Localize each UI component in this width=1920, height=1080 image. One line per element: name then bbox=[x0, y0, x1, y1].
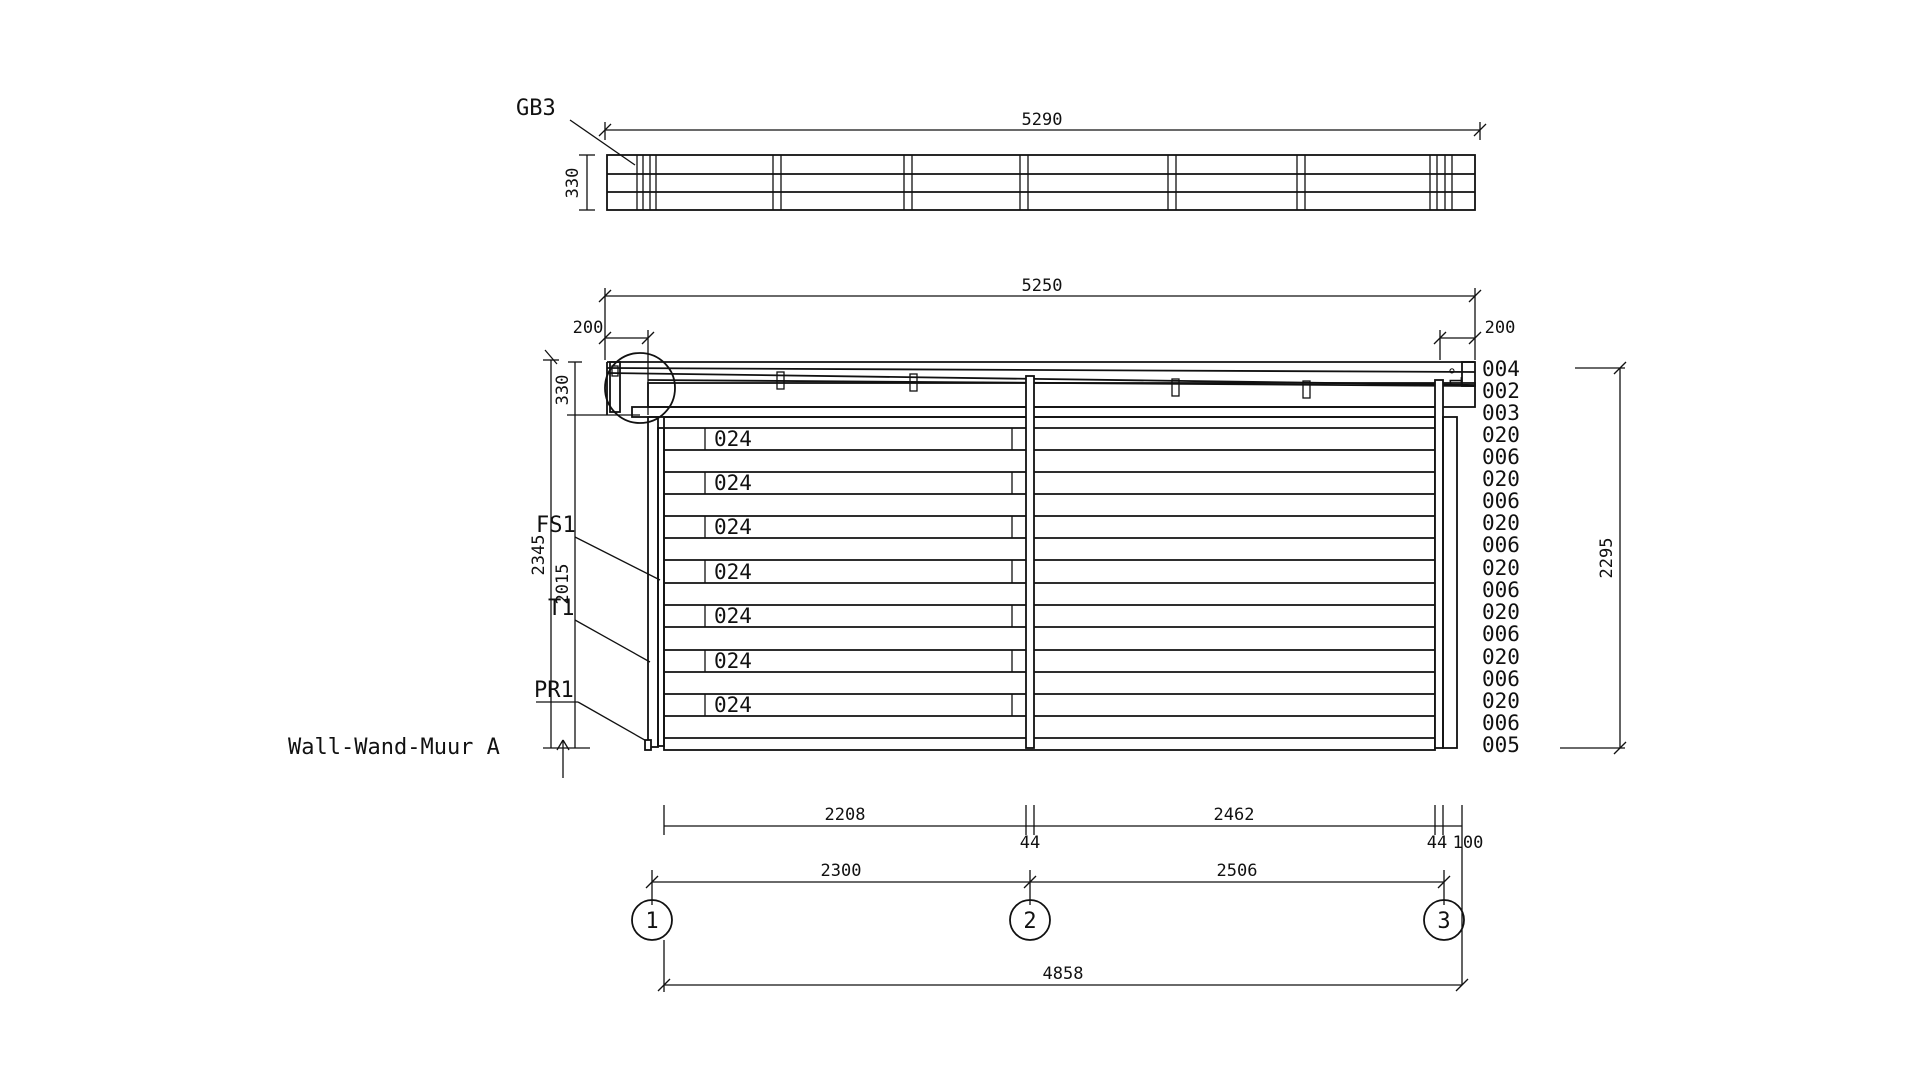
dim-2300: 2300 bbox=[821, 861, 862, 881]
svg-text:006: 006 bbox=[1482, 667, 1520, 691]
svg-text:003: 003 bbox=[1482, 401, 1520, 425]
wall-boards: 024 024 024 024 024 024 024 bbox=[663, 375, 1458, 751]
dim-2506: 2506 bbox=[1217, 861, 1258, 881]
grid-axis-label: 3 bbox=[1437, 909, 1450, 934]
dim-5290: 5290 bbox=[1022, 110, 1063, 130]
door-board-label: 024 bbox=[714, 515, 752, 539]
callout-t1: T1 bbox=[548, 596, 575, 621]
svg-text:004: 004 bbox=[1482, 357, 1520, 381]
svg-text:020: 020 bbox=[1482, 689, 1520, 713]
dim-2345: 2345 bbox=[529, 535, 549, 576]
bottom-dimensions: 2208 44 2462 44 100 2300 2506 1 2 3 4858 bbox=[631, 805, 1484, 992]
right-codes: 004 002 003 020 006 020 006 020 006 020 … bbox=[1482, 357, 1520, 757]
door-board-label: 024 bbox=[714, 471, 752, 495]
door-board-label: 024 bbox=[714, 693, 752, 717]
dim-44-b: 44 bbox=[1427, 833, 1447, 853]
door-board-label: 024 bbox=[714, 604, 752, 628]
svg-text:020: 020 bbox=[1482, 645, 1520, 669]
roof-top-view: 5290 GB3 330 bbox=[516, 96, 1487, 211]
svg-text:020: 020 bbox=[1482, 556, 1520, 580]
svg-text:020: 020 bbox=[1482, 423, 1520, 447]
svg-text:006: 006 bbox=[1482, 445, 1520, 469]
svg-text:006: 006 bbox=[1482, 622, 1520, 646]
svg-text:006: 006 bbox=[1482, 489, 1520, 513]
grid-axis-1 bbox=[631, 899, 673, 941]
grid-axis-label: 1 bbox=[645, 909, 658, 934]
svg-text:006: 006 bbox=[1482, 533, 1520, 557]
dim-2462: 2462 bbox=[1214, 805, 1255, 825]
callout-fs1: FS1 bbox=[536, 513, 576, 538]
grid-axis-3 bbox=[1423, 899, 1465, 941]
callout-pr1: PR1 bbox=[534, 678, 574, 703]
label-gb3: GB3 bbox=[516, 96, 556, 121]
svg-text:020: 020 bbox=[1482, 511, 1520, 535]
wall-name: Wall-Wand-Muur A bbox=[288, 735, 500, 760]
svg-text:020: 020 bbox=[1482, 600, 1520, 624]
dim-2208: 2208 bbox=[825, 805, 866, 825]
wall-elevation: 5250 200 200 1° bbox=[288, 276, 1627, 778]
dim-330-elev: 330 bbox=[553, 375, 573, 406]
svg-text:006: 006 bbox=[1482, 711, 1520, 735]
svg-text:006: 006 bbox=[1482, 578, 1520, 602]
door-board-label: 024 bbox=[714, 427, 752, 451]
dim-4858: 4858 bbox=[1043, 964, 1084, 984]
dim-44-a: 44 bbox=[1020, 833, 1040, 853]
dim-5250: 5250 bbox=[1022, 276, 1063, 296]
slope-label: 1° bbox=[1447, 366, 1467, 386]
dim-330-top: 330 bbox=[563, 168, 583, 199]
dim-100: 100 bbox=[1453, 833, 1484, 853]
dim-2015: 2015 bbox=[553, 564, 573, 605]
svg-text:002: 002 bbox=[1482, 379, 1520, 403]
door-board-label: 024 bbox=[714, 560, 752, 584]
svg-text:020: 020 bbox=[1482, 467, 1520, 491]
dim-2295: 2295 bbox=[1597, 538, 1617, 579]
svg-text:005: 005 bbox=[1482, 733, 1520, 757]
grid-axis-2 bbox=[1009, 899, 1051, 941]
door-board-label: 024 bbox=[714, 649, 752, 673]
dim-200-right: 200 bbox=[1485, 318, 1516, 338]
dim-200-left: 200 bbox=[573, 318, 604, 338]
grid-axis-label: 2 bbox=[1023, 909, 1036, 934]
